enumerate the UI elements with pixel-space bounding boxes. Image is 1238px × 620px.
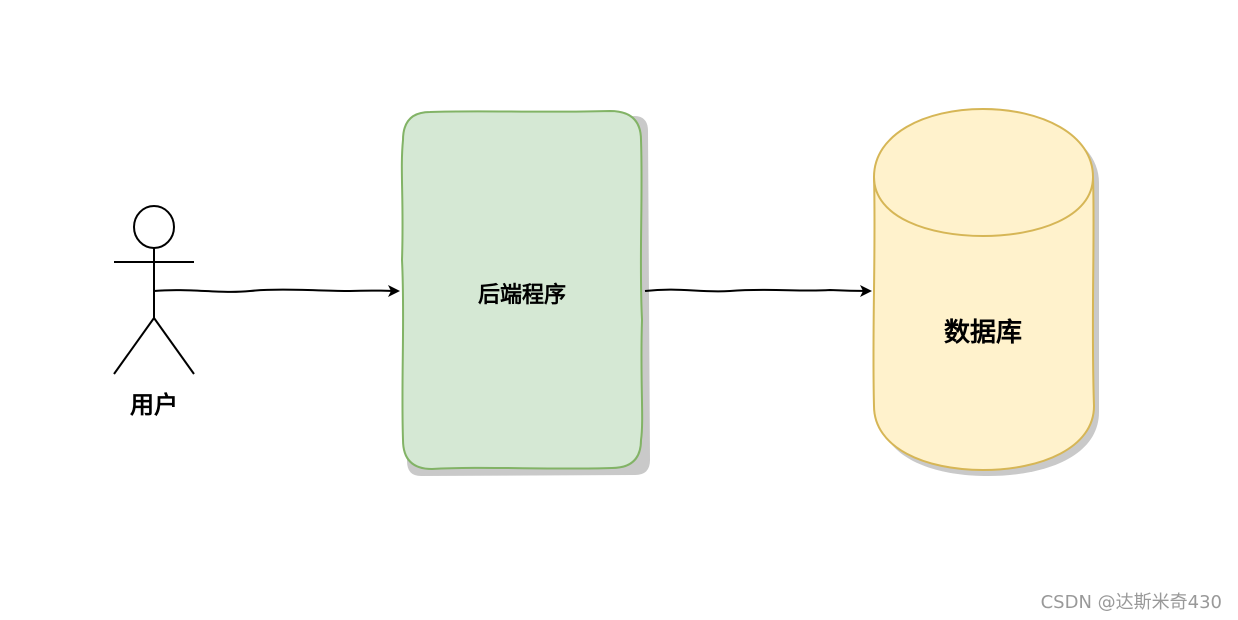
database-node: 数据库 bbox=[872, 107, 1099, 476]
user-actor: 用户 bbox=[113, 205, 195, 419]
database-label: 数据库 bbox=[944, 318, 1022, 348]
user-label: 用户 bbox=[130, 391, 178, 419]
database-body bbox=[872, 107, 1096, 472]
backend-box bbox=[400, 109, 644, 471]
backend-node: 后端程序 bbox=[400, 109, 650, 476]
database-top-rim bbox=[873, 176, 1094, 238]
edge-backend-to-database bbox=[644, 284, 872, 297]
watermark: CSDN @达斯米奇430 bbox=[1041, 592, 1222, 613]
backend-label: 后端程序 bbox=[478, 282, 566, 308]
stick-figure-icon bbox=[113, 205, 195, 375]
edge-user-to-backend bbox=[153, 284, 400, 297]
